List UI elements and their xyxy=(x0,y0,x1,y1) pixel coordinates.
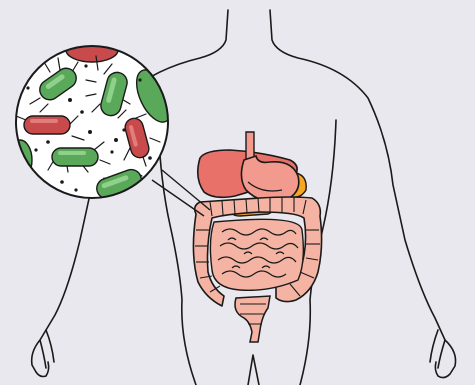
right-hand xyxy=(430,330,456,378)
crotch-lines xyxy=(248,355,259,385)
bacteria-magnifier xyxy=(8,38,179,201)
torso-left-side xyxy=(158,120,196,385)
bacterium-edge-red-top xyxy=(66,38,118,62)
rectum xyxy=(235,296,270,342)
esophagus xyxy=(246,132,254,160)
stomach xyxy=(241,132,298,202)
left-hand xyxy=(32,330,54,377)
bacterium-green-3 xyxy=(52,148,98,166)
bacterium-red-1 xyxy=(24,116,70,134)
small-intestine xyxy=(210,219,303,290)
